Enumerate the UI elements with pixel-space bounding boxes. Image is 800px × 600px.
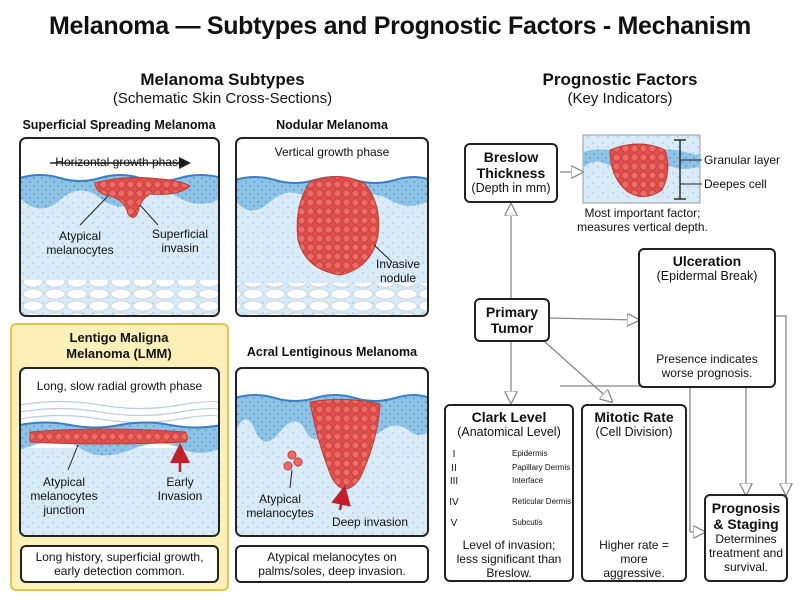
nodular-label-1: Invasive	[375, 257, 421, 271]
lmm-caption-line-2: early detection common.	[54, 564, 185, 578]
ssm-phase: Horizontal growth phase	[55, 155, 185, 169]
subtypes-subheading: (Schematic Skin Cross-Sections)	[112, 90, 333, 107]
acral-caption-line-1: Atypical melanocytes on	[267, 550, 397, 564]
clark-level-3-num: III	[449, 476, 459, 487]
lmm-phase: Long, slow radial growth phase	[36, 379, 203, 393]
nodular-title: Nodular Melanoma	[276, 118, 388, 132]
breslow-title-2: Thickness	[476, 165, 546, 181]
mitotic-note-3: aggressive.	[603, 566, 665, 580]
prognosis-note-2: treatment and	[708, 546, 784, 560]
acral-label-deep: Deep invasion	[331, 515, 409, 529]
breslow-label-deepest: Deepes cell	[704, 177, 767, 191]
clark-level-3-name: Interface	[512, 476, 544, 485]
lmm-title-1: Lentigo Maligna	[69, 330, 169, 345]
acral-caption-line-2: palms/soles, deep invasion.	[258, 564, 406, 578]
clark-note-2: less significant than	[456, 552, 562, 566]
prognosis-box: Prognosis & Staging Determines treatment…	[704, 494, 788, 582]
breslow-box: Breslow Thickness (Depth in mm)	[464, 143, 558, 203]
lmm-caption: Long history, superficial growth, early …	[20, 545, 219, 583]
ulceration-box: Ulceration (Epidermal Break) Presence in…	[638, 248, 776, 388]
nodular-label-2: nodule	[379, 271, 417, 285]
acral-title: Acral Lentiginous Melanoma	[246, 345, 418, 359]
clark-level-5-num: V	[450, 518, 458, 529]
lmm-label-early-1: Early	[166, 475, 194, 489]
prognosis-title-2: & Staging	[713, 516, 779, 532]
acral-skin	[237, 394, 427, 535]
ssm-title: Superficial Spreading Melanoma	[22, 118, 216, 132]
ulceration-sub: (Epidermal Break)	[656, 269, 758, 283]
mitotic-note-1: Higher rate =	[599, 538, 669, 552]
clark-note-1: Level of invasion;	[462, 538, 556, 552]
mitotic-box: Mitotic Rate (Cell Division) Higher rate…	[581, 404, 687, 582]
lmm-title-2: Melanoma (LMM)	[66, 346, 172, 361]
ssm-label-atypical-2: melanocytes	[46, 243, 114, 257]
acral-label-atypical-1: Atypical	[258, 492, 302, 506]
prognosis-note-1: Determines	[715, 532, 777, 546]
lmm-label-atypical-1: Atypical	[42, 475, 86, 489]
clark-level-1-num: I	[452, 449, 456, 460]
clark-note-3: Breslow.	[486, 566, 532, 580]
clark-title: Clark Level	[471, 409, 547, 425]
nodular-skin	[237, 176, 427, 315]
breslow-label-granular: Granular layer	[704, 153, 781, 167]
ssm-label-atypical-1: Atypical	[58, 229, 102, 243]
primary-line-2: Tumor	[490, 320, 534, 336]
page-title: Melanoma — Subtypes and Prognostic Facto…	[48, 12, 751, 40]
primary-tumor-box: Primary Tumor	[474, 298, 550, 342]
ulceration-title: Ulceration	[672, 253, 742, 269]
prognosis-note-3: survival.	[723, 560, 768, 574]
flow-arrows	[511, 172, 786, 532]
clark-level-2-num: II	[451, 463, 457, 474]
breslow-sub: (Depth in mm)	[471, 181, 551, 195]
clark-level-2-name: Papillary Dermis	[512, 463, 571, 472]
prognostic-subheading: (Key Indicators)	[567, 90, 673, 107]
prognosis-title-1: Prognosis	[711, 500, 781, 516]
clark-level-4-num: IV	[449, 497, 459, 508]
mitotic-sub: (Cell Division)	[595, 425, 673, 439]
nodular-phase: Vertical growth phase	[274, 145, 390, 159]
mitotic-note-2: more	[620, 552, 648, 566]
lmm-label-atypical-2: melanocytes	[30, 489, 98, 503]
lmm-skin	[21, 400, 218, 535]
breslow-note-2: measures vertical depth.	[577, 220, 708, 234]
lmm-label-early-2: Invasion	[157, 489, 203, 503]
breslow-title-1: Breslow	[483, 149, 539, 165]
lmm-label-atypical-3: junction	[43, 503, 85, 517]
primary-line-1: Primary	[485, 304, 539, 320]
lmm-caption-line-1: Long history, superficial growth,	[35, 550, 204, 564]
clark-sub: (Anatomical Level)	[457, 425, 561, 439]
ssm-label-superficial-1: Superficial	[151, 227, 209, 241]
ssm-label-superficial-2: invasin	[161, 241, 199, 255]
ulceration-note-2: worse prognosis.	[661, 366, 753, 380]
clark-level-4-name: Reticular Dermis	[512, 497, 572, 506]
prognostic-heading: Prognostic Factors	[542, 70, 698, 89]
ulceration-note-1: Presence indicates	[656, 352, 758, 366]
clark-level-1-name: Epidermis	[512, 449, 548, 458]
clark-level-5-name: Subcutis	[512, 518, 543, 527]
ssm-skin	[21, 174, 218, 315]
breslow-note-1: Most important factor;	[584, 206, 701, 220]
acral-label-atypical-2: melanocytes	[246, 506, 314, 520]
subtypes-heading: Melanoma Subtypes	[140, 70, 305, 89]
clark-box: Clark Level (Anatomical Level) Level of …	[444, 404, 574, 582]
mitotic-title: Mitotic Rate	[594, 409, 674, 425]
acral-caption: Atypical melanocytes on palms/soles, dee…	[235, 545, 429, 583]
